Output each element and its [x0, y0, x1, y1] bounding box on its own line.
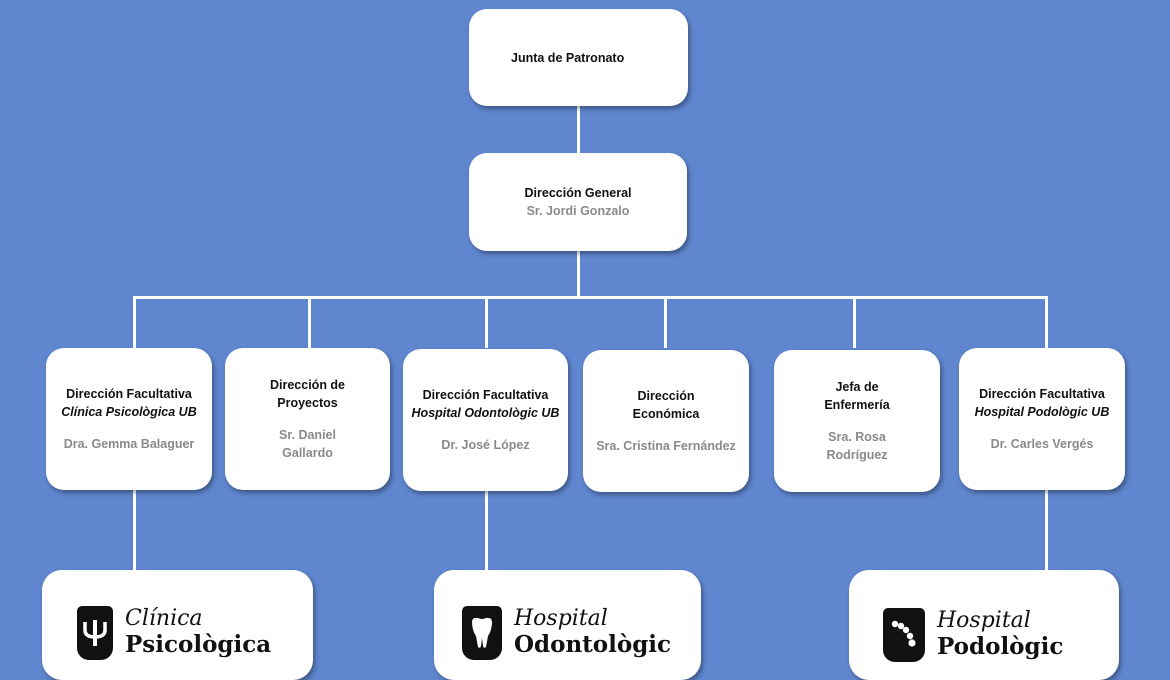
logo-text-top: Clínica	[125, 606, 203, 631]
node-unit-proyectos: Dirección de Proyectos Sr. Daniel Gallar…	[225, 348, 390, 490]
node-title: Junta de Patronato	[511, 50, 625, 65]
node-subtitle: Clínica Psicològica UB	[61, 405, 197, 419]
node-subtitle: Enfermería	[824, 398, 890, 412]
logo-text-top: Hospital	[937, 608, 1031, 633]
node-person: Gallardo	[282, 446, 333, 460]
logo-hospital-odontologic: Hospital Odontològic	[434, 570, 701, 680]
node-title: Dirección Facultativa	[422, 388, 549, 402]
connector-unit-3	[485, 296, 488, 348]
node-person: Dr. José López	[441, 438, 530, 452]
logo-text-bottom: Psicològica	[125, 631, 272, 658]
node-person: Sra. Cristina Fernández	[596, 439, 736, 453]
node-person: Dra. Gemma Balaguer	[63, 437, 195, 451]
node-person: Rodríguez	[826, 448, 888, 462]
logo-clinica-psicologica: Clínica Psicològica	[42, 570, 313, 680]
node-person: Sr. Daniel	[279, 428, 336, 442]
node-title: Dirección Facultativa	[979, 387, 1105, 401]
connector-logo-1	[133, 490, 136, 572]
connector-unit-6	[1045, 296, 1048, 348]
node-title: Dirección Facultativa	[66, 387, 192, 401]
node-title: Dirección de	[269, 378, 346, 392]
node-title: Dirección General	[524, 186, 632, 200]
psi-icon	[77, 606, 113, 660]
logo-text-bottom: Podològic	[937, 633, 1064, 660]
node-person: Sra. Rosa	[828, 430, 886, 444]
tooth-icon	[462, 606, 502, 660]
connector-unit-1	[133, 296, 136, 348]
connector-unit-5	[853, 296, 856, 348]
node-title: Jefa de	[835, 380, 879, 394]
node-unit-hospital-podologic: Dirección Facultativa Hospital Podològic…	[959, 348, 1125, 490]
node-direccion-general: Dirección General Sr. Jordi Gonzalo	[469, 153, 687, 251]
node-unit-clinica-psicologica: Dirección Facultativa Clínica Psicològic…	[46, 348, 212, 490]
connector-logo-2	[485, 490, 488, 572]
connector-logo-3	[1045, 490, 1048, 572]
logo-text-bottom: Odontològic	[514, 631, 672, 658]
node-title: Dirección	[637, 389, 695, 403]
node-person: Dr. Carles Vergés	[990, 437, 1094, 451]
logo-text-top: Hospital	[514, 606, 608, 631]
node-unit-economica: Dirección Económica Sra. Cristina Fernán…	[583, 350, 749, 492]
node-subtitle: Económica	[632, 407, 700, 421]
node-unit-hospital-odontologic: Dirección Facultativa Hospital Odontològ…	[403, 349, 568, 491]
node-unit-enfermeria: Jefa de Enfermería Sra. Rosa Rodríguez	[774, 350, 940, 492]
connector-unit-4	[664, 296, 667, 348]
connector-horizontal	[133, 296, 1048, 299]
node-subtitle: Proyectos	[277, 396, 338, 410]
node-subtitle: Hospital Podològic UB	[974, 405, 1110, 419]
node-person: Sr. Jordi Gonzalo	[526, 204, 630, 218]
connector-top	[577, 106, 580, 154]
node-subtitle: Hospital Odontològic UB	[411, 406, 560, 420]
logo-hospital-podologic: Hospital Podològic	[849, 570, 1119, 680]
connector-unit-2	[308, 296, 311, 348]
foot-dots-icon	[883, 608, 925, 662]
node-junta-patronato: Junta de Patronato	[469, 9, 688, 106]
connector-general-down	[577, 250, 580, 298]
